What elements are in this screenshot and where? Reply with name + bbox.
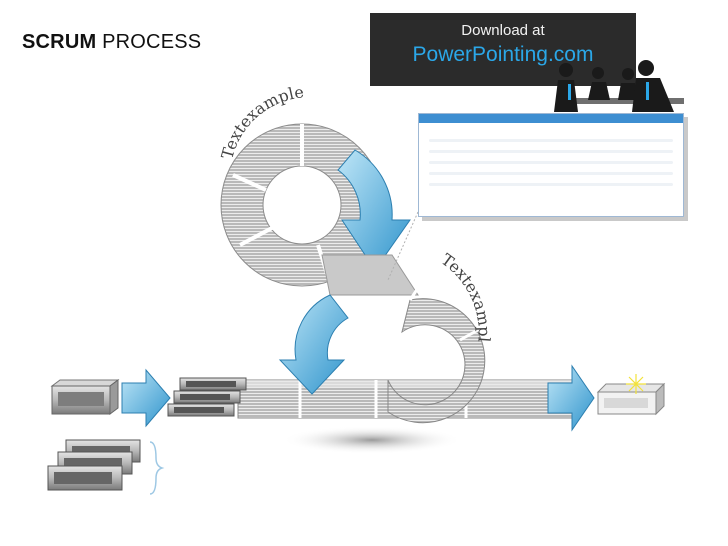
upper-cycle [220, 123, 411, 287]
promo-line: Download at [461, 22, 545, 39]
flow-arrow-input [121, 368, 171, 428]
flow-arrow-output [547, 364, 595, 432]
product-backlog-block [50, 379, 120, 415]
promo-banner[interactable]: Download at PowerPointing.com [370, 13, 636, 86]
callout-line [429, 161, 673, 164]
upper-cycle-arrow [337, 149, 411, 271]
page-title: SCRUM PROCESS [22, 31, 202, 53]
callout-body [419, 123, 683, 202]
callout-line [429, 172, 673, 175]
increment-block [596, 382, 666, 416]
callout-line [429, 150, 673, 153]
sprint-backlog-stack [167, 377, 247, 417]
callout-line [429, 139, 673, 142]
callout-pointer [387, 211, 419, 281]
lower-cycle [278, 269, 486, 424]
info-callout [418, 113, 684, 217]
callout-header-bar [419, 114, 683, 123]
lower-cycle-arrow [278, 294, 349, 395]
cycle-connector [321, 254, 419, 296]
team-meeting-illustration [554, 60, 684, 112]
release-backlog-stack [47, 439, 141, 491]
bracket [149, 441, 165, 495]
promo-link[interactable]: PowerPointing.com [412, 43, 594, 66]
floor-shadow [282, 426, 462, 454]
sparkle-icon [626, 374, 646, 394]
callout-line [429, 183, 673, 186]
